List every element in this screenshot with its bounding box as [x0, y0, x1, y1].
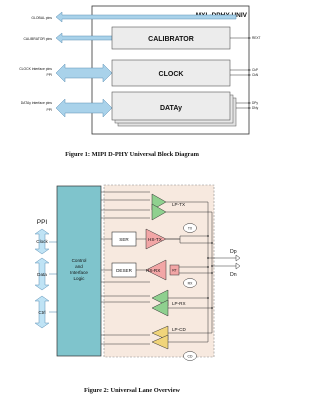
- dpy-pin: DPy: [252, 101, 258, 105]
- control-interface-logic-block: [56, 185, 102, 357]
- data-pins-label: DATAy interface pins: [21, 101, 53, 105]
- clock-block: [111, 59, 231, 87]
- control-label-line1: Control: [72, 258, 87, 263]
- figure2-lane-overview: PPI Clock Data Ctrl Control and Interfac…: [34, 184, 241, 394]
- dn-pin-label: Dn: [230, 272, 237, 278]
- rt-label: RT: [172, 269, 176, 273]
- ser-label: SER: [119, 237, 129, 242]
- deser-label: DESER: [116, 268, 133, 273]
- lp-cd-label: LP-CD: [172, 327, 186, 332]
- rt-termination: [169, 264, 180, 276]
- dp-pin-label: Dp: [230, 249, 237, 255]
- hs-rx-label: HS-RX: [146, 268, 160, 273]
- lp-tx-driver-bottom: [151, 203, 167, 221]
- cd-oval: [183, 351, 197, 361]
- clock-ppi-label: PPI: [47, 73, 53, 77]
- data-arrow: [55, 98, 113, 118]
- data-ppi-arrow: [34, 257, 50, 291]
- control-label-line3: Interface: [70, 270, 88, 275]
- lp-tx-label: LP-TX: [172, 202, 185, 207]
- ppi-label: PPI: [37, 219, 48, 226]
- data-block-label: DATAy: [160, 105, 182, 112]
- tx-oval-label: TX: [188, 226, 193, 230]
- figure2-caption: Figure 2: Universal Lane Overview: [84, 387, 180, 394]
- ctrl-ppi-group-label: Ctrl: [38, 310, 45, 315]
- clock-ppi-group-label: Clock: [36, 239, 48, 244]
- tx-oval: [183, 223, 197, 233]
- rx-oval: [183, 278, 197, 288]
- rext-pin: REXT: [252, 36, 261, 40]
- rx-oval-label: RX: [188, 281, 193, 285]
- dp-pin-marker: [235, 254, 241, 262]
- figure1-block-diagram: MXL-DPHY-UNIV GLOBAL pins CALIBRATOR pin…: [19, 5, 261, 158]
- calibrator-block-label: CALIBRATOR: [148, 36, 194, 43]
- hs-tx-label: HS-TX: [148, 237, 162, 242]
- dny-pin: DNy: [252, 106, 259, 110]
- calibrator-pins-label: CALIBRATOR pins: [23, 37, 52, 41]
- figure1-caption: Figure 1: MIPI D-PHY Universal Block Dia…: [65, 151, 200, 158]
- page: MXL-DPHY-UNIV GLOBAL pins CALIBRATOR pin…: [19, 5, 261, 394]
- ckn-pin: CkN: [252, 73, 259, 77]
- clock-block-label: CLOCK: [159, 71, 184, 78]
- ctrl-ppi-arrow: [34, 295, 50, 329]
- dn-pin-marker: [235, 262, 241, 270]
- global-pins-label: GLOBAL pins: [31, 16, 52, 20]
- clock-pins-label: CLOCK interface pins: [19, 67, 52, 71]
- data-ppi-group-label: Data: [37, 272, 47, 277]
- ckp-pin: CkP: [252, 68, 258, 72]
- data-block: [111, 91, 231, 121]
- global-arrow: [55, 11, 237, 23]
- hs-tx-driver: [145, 228, 167, 250]
- clock-arrow: [55, 63, 113, 83]
- cd-oval-label: CD: [188, 354, 193, 358]
- clock-ppi-arrow: [34, 228, 50, 255]
- control-label-line2: and: [75, 264, 83, 269]
- data-ppi-label: PPI: [47, 108, 53, 112]
- control-label-line4: Logic: [74, 276, 86, 281]
- lp-rx-label: LP-RX: [172, 301, 186, 306]
- hs-rx-receiver: [145, 259, 167, 281]
